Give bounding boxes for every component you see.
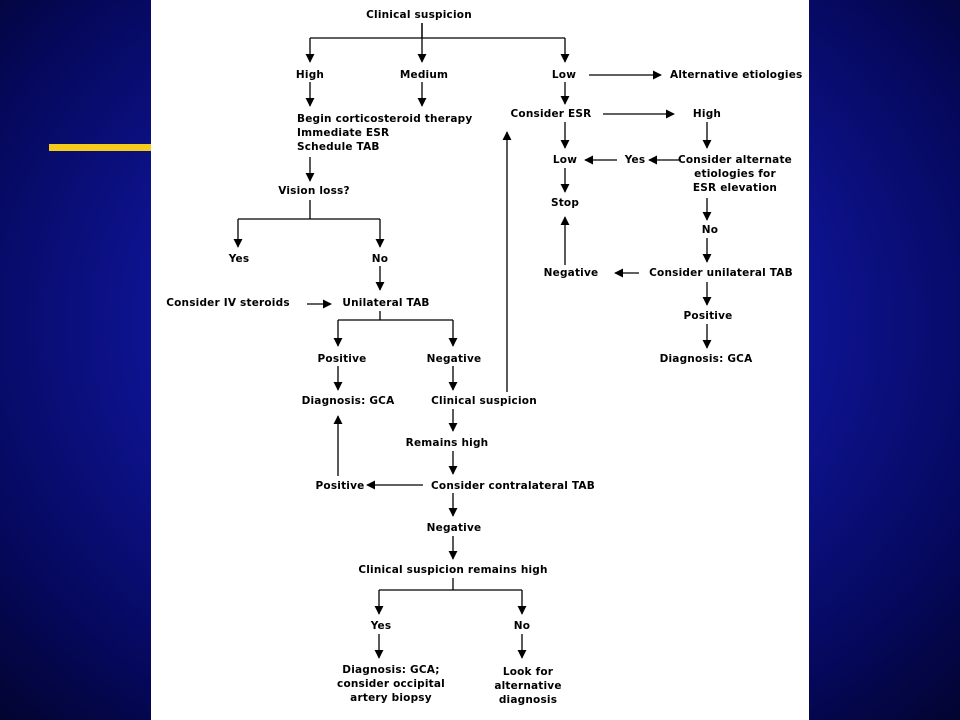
- node-contralateral-positive: Positive: [315, 480, 365, 492]
- node-esr-no: No: [701, 224, 719, 236]
- node-clinical-suspicion: Clinical suspicion: [366, 9, 472, 21]
- node-tab-positive: Positive: [317, 353, 367, 365]
- accent-bar: [49, 144, 151, 151]
- flowchart-panel: Clinical suspicion High Medium Low Alter…: [151, 0, 809, 720]
- node-clinical-suspicion-2: Clinical suspicion: [431, 395, 537, 407]
- node-final-no: No: [513, 620, 531, 632]
- node-esr-positive: Positive: [683, 310, 733, 322]
- node-esr-negative: Negative: [543, 267, 599, 279]
- node-consider-iv-steroids: Consider IV steroids: [166, 297, 290, 309]
- node-stop: Stop: [550, 197, 580, 209]
- node-esr-diagnosis-gca: Diagnosis: GCA: [659, 353, 753, 365]
- node-contralateral-negative: Negative: [426, 522, 482, 534]
- node-unilateral-tab: Unilateral TAB: [342, 297, 430, 309]
- node-begin-therapy: Begin corticosteroid therapy Immediate E…: [297, 113, 473, 153]
- node-vision-yes: Yes: [228, 253, 250, 265]
- node-consider-unilateral-tab: Consider unilateral TAB: [649, 267, 793, 279]
- flowchart-connectors: [233, 23, 712, 659]
- node-suspicion-remains-high: Clinical suspicion remains high: [358, 564, 548, 576]
- node-esr-high: High: [692, 108, 722, 120]
- node-low: Low: [551, 69, 577, 81]
- node-final-yes: Yes: [370, 620, 392, 632]
- node-alternative-etiologies: Alternative etiologies: [670, 69, 803, 81]
- node-medium: Medium: [399, 69, 449, 81]
- node-vision-no: No: [371, 253, 389, 265]
- node-esr-yes: Yes: [624, 154, 646, 166]
- node-esr-low: Low: [552, 154, 578, 166]
- node-consider-esr: Consider ESR: [510, 108, 592, 120]
- node-consider-alternate: Consider alternate etiologies for ESR el…: [677, 154, 793, 194]
- node-tab-diagnosis-gca: Diagnosis: GCA: [301, 395, 395, 407]
- node-consider-contralateral-tab: Consider contralateral TAB: [431, 480, 595, 492]
- node-tab-negative: Negative: [426, 353, 482, 365]
- node-remains-high: Remains high: [405, 437, 489, 449]
- node-look-for-alternative: Look for alternative diagnosis: [494, 666, 562, 706]
- node-vision-loss: Vision loss?: [278, 185, 350, 197]
- node-final-diagnosis: Diagnosis: GCA; consider occipital arter…: [337, 664, 445, 704]
- node-high: High: [295, 69, 325, 81]
